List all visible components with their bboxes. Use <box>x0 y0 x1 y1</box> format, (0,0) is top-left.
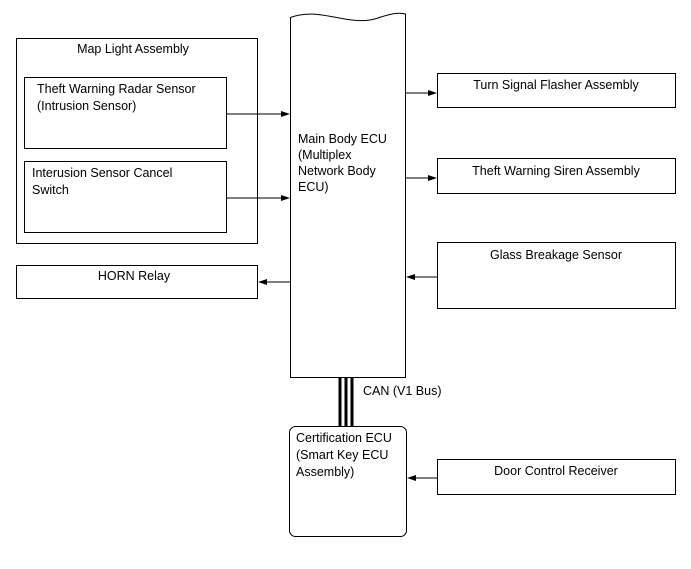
glass-breakage-sensor-label: Glass Breakage Sensor <box>490 248 622 262</box>
theft-warning-siren-box <box>437 158 676 194</box>
main-body-ecu-box <box>290 12 406 378</box>
door-control-receiver-label: Door Control Receiver <box>494 464 618 478</box>
main-body-ecu-label-line1: Main Body ECU <box>298 132 387 146</box>
glass-sensor-to-ecu-arrow <box>406 274 437 280</box>
main-body-ecu-label-line3: Network Body <box>298 164 377 178</box>
cancel-switch-label-line1: Interusion Sensor Cancel <box>32 166 172 180</box>
certification-ecu-label-line1: Certification ECU <box>296 431 392 445</box>
radar-to-ecu-arrow <box>227 111 290 117</box>
ecu-to-siren-arrow <box>406 175 437 181</box>
horn-relay-label: HORN Relay <box>98 269 171 283</box>
glass-breakage-sensor-box <box>437 242 676 309</box>
certification-ecu-label-line3: Assembly) <box>296 465 354 479</box>
main-body-ecu-label-line4: ECU) <box>298 180 329 194</box>
receiver-to-cert-ecu-arrow <box>407 475 437 481</box>
cancel-switch-label-line2: Switch <box>32 183 69 197</box>
ecu-to-turn-signal-arrow <box>406 90 437 96</box>
can-bus-lines <box>338 378 354 426</box>
horn-relay-box <box>16 265 258 299</box>
radar-sensor-label-line2: (Intrusion Sensor) <box>37 99 136 113</box>
radar-sensor-label-line1: Theft Warning Radar Sensor <box>37 82 196 96</box>
door-control-receiver-box <box>437 459 676 495</box>
certification-ecu-label-line2: (Smart Key ECU <box>296 448 388 462</box>
ecu-to-horn-relay-arrow <box>258 279 290 285</box>
certification-ecu-box <box>289 426 407 537</box>
radar-sensor-box <box>24 77 227 149</box>
cancel-switch-box <box>24 161 227 233</box>
cancel-switch-to-ecu-arrow <box>227 195 290 201</box>
main-body-ecu-label-line2: (Multiplex <box>298 148 352 162</box>
can-bus-label: CAN (V1 Bus) <box>363 384 442 398</box>
turn-signal-flasher-box <box>437 73 676 108</box>
theft-warning-siren-label: Theft Warning Siren Assembly <box>472 164 640 178</box>
turn-signal-flasher-label: Turn Signal Flasher Assembly <box>473 78 639 92</box>
map-light-assembly-label: Map Light Assembly <box>77 42 190 56</box>
